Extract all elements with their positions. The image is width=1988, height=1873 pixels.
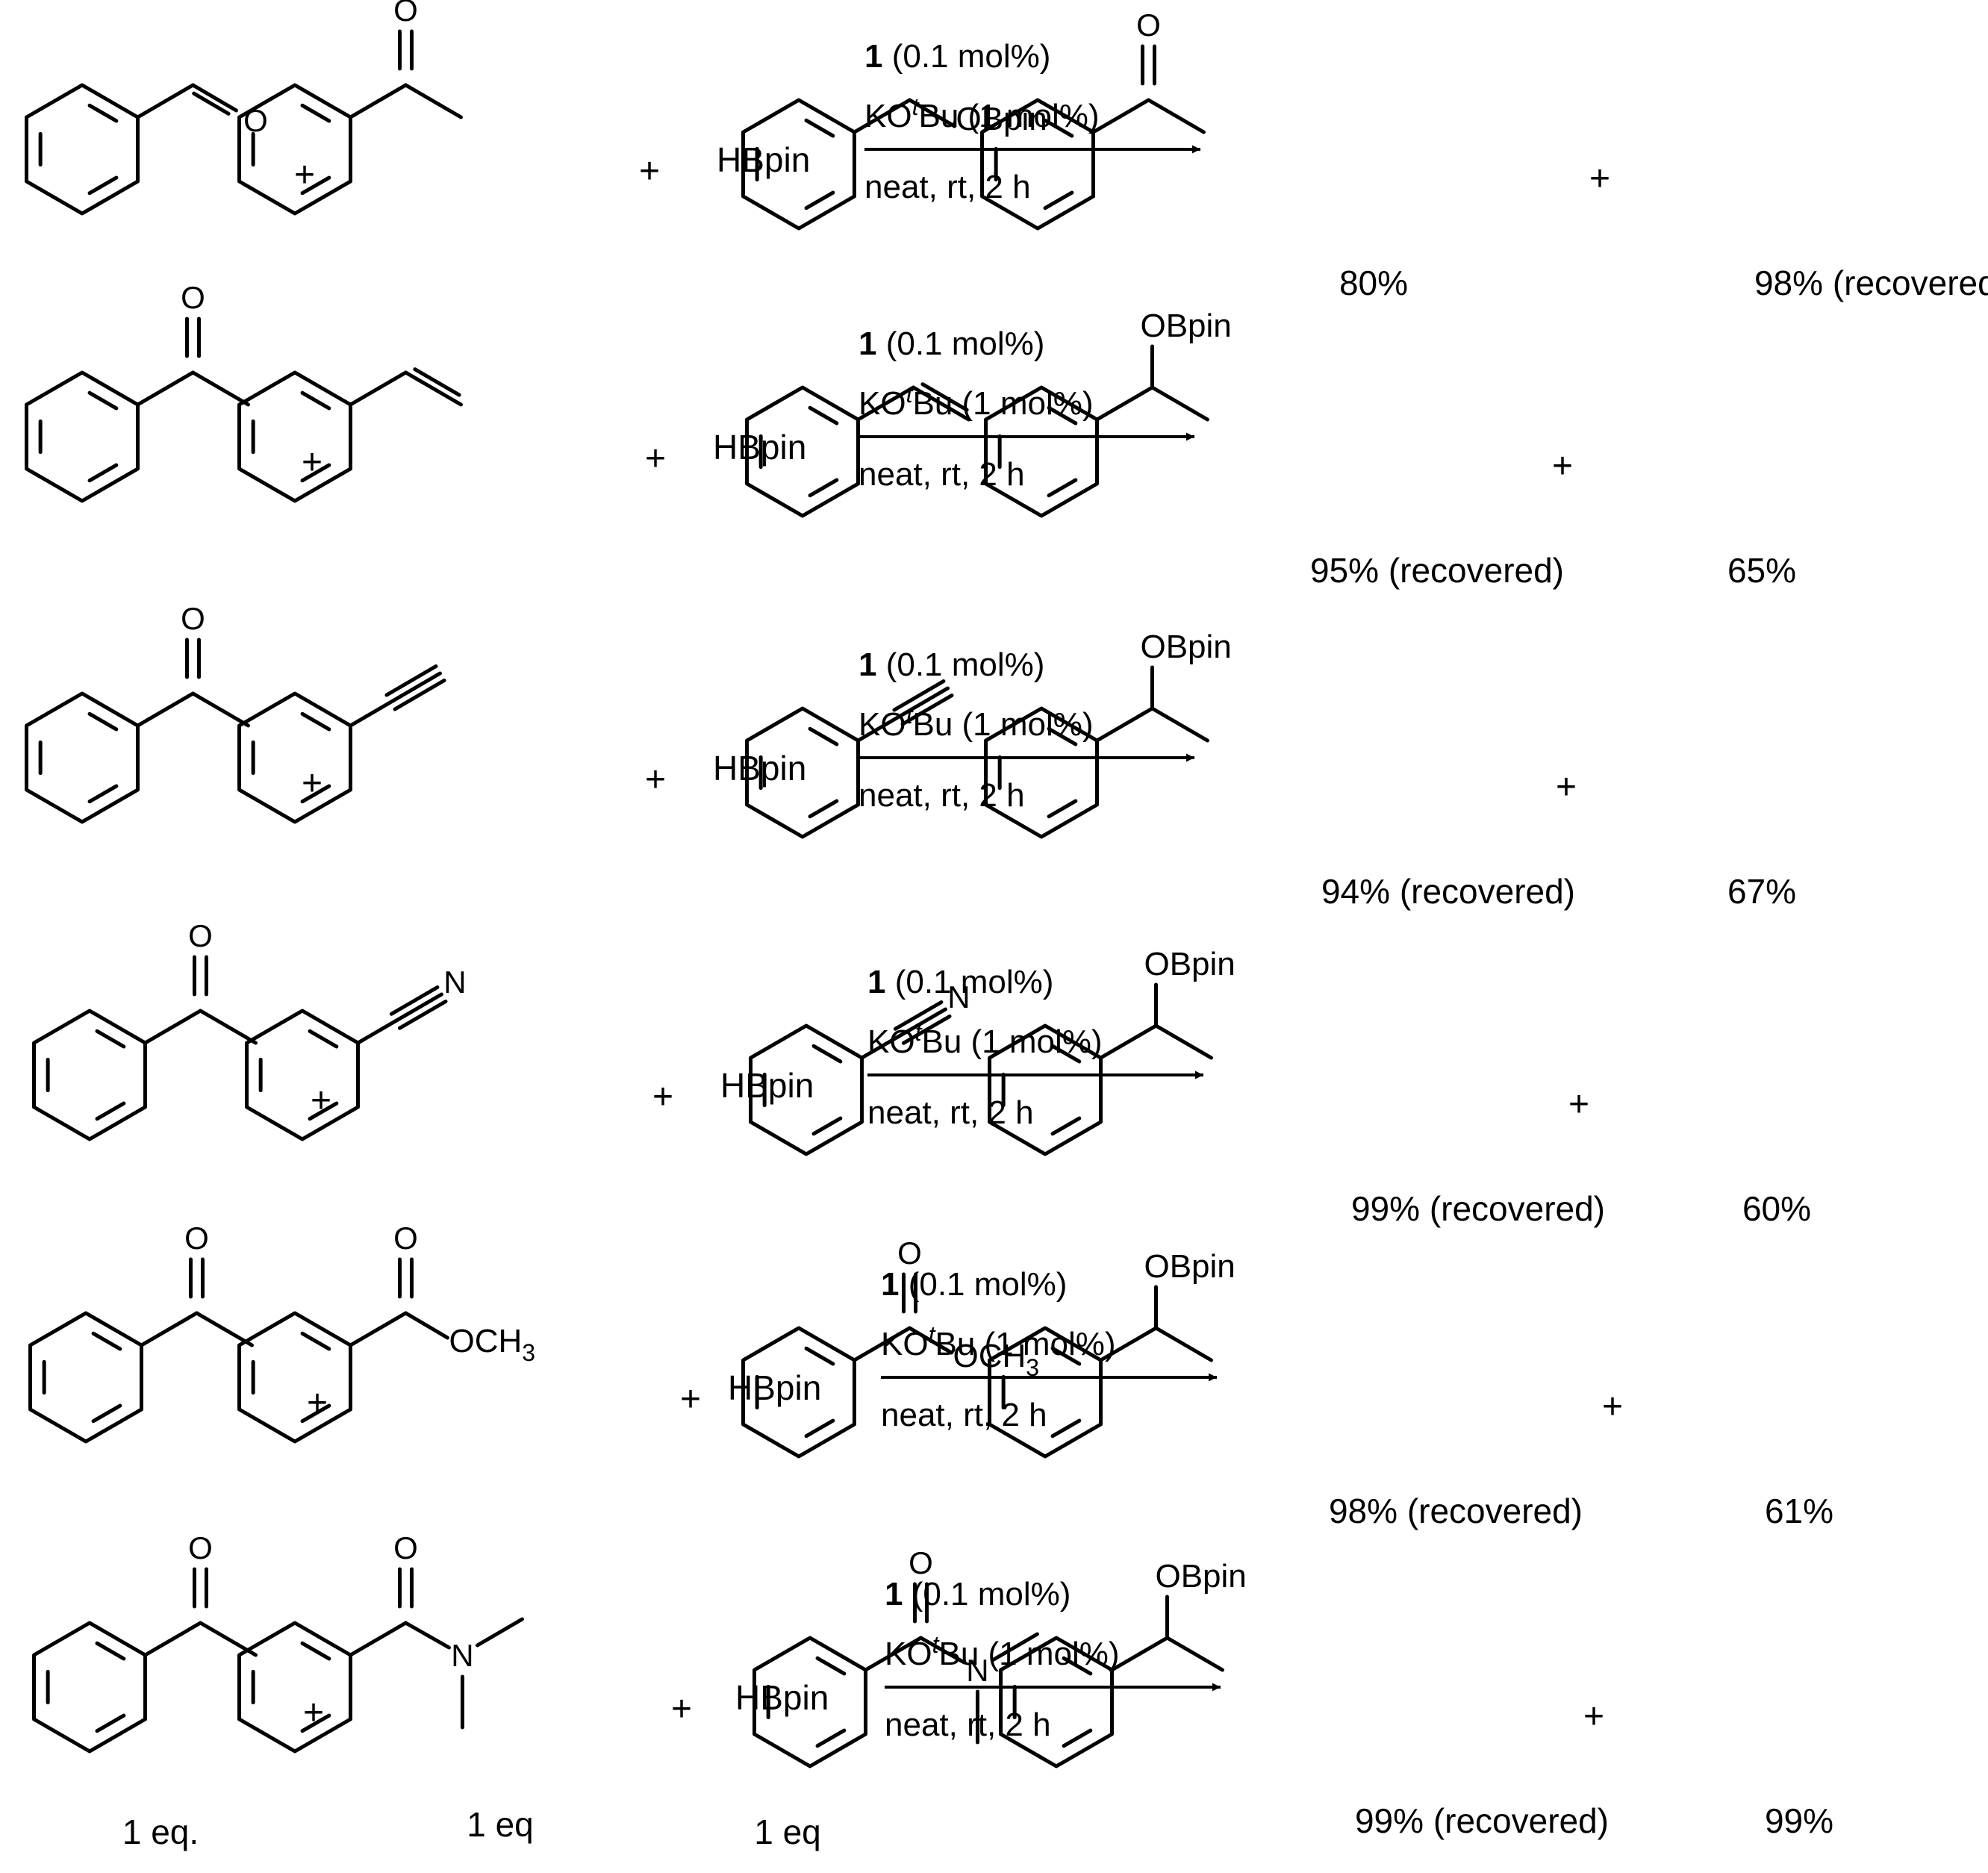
- plus-sign: +: [652, 1077, 673, 1117]
- product-2: OBpin: [988, 946, 1236, 1156]
- oxygen-label: O: [188, 918, 213, 953]
- catalyst-loading: 1 (0.1 mol%): [859, 325, 1044, 362]
- conditions-text: neat, rt, 2 h: [881, 1397, 1047, 1433]
- reactant-1: O: [32, 1530, 258, 1754]
- yield-right: 65%: [1727, 551, 1796, 590]
- hbpin-reagent: HBpin: [717, 140, 810, 179]
- obpin-label: OBpin: [1144, 1248, 1235, 1285]
- plus-sign: +: [671, 1689, 692, 1729]
- yield-left: 99% (recovered): [1351, 1189, 1605, 1228]
- equiv-hbpin: 1 eq: [754, 1813, 821, 1851]
- yield-left: 98% (recovered): [1329, 1492, 1583, 1530]
- oxygen-label: O: [393, 1530, 418, 1565]
- reactant-2: [237, 367, 463, 503]
- hbpin-reagent: HBpin: [720, 1066, 814, 1105]
- yield-right: 98% (recovered): [1754, 264, 1988, 302]
- yield-right: 61%: [1765, 1492, 1833, 1530]
- catalyst-loading: 1 (0.1 mol%): [864, 38, 1050, 75]
- product-2: OBpin: [988, 1248, 1236, 1459]
- yield-left: 99% (recovered): [1355, 1801, 1609, 1840]
- product-2: OBpin: [999, 1558, 1247, 1768]
- oxygen-label: O: [393, 0, 418, 28]
- product-1: N: [749, 979, 970, 1156]
- yield-left: 95% (recovered): [1310, 551, 1564, 590]
- base-loading: KOtBu (1 mol%): [881, 1321, 1116, 1362]
- product-1: [745, 679, 954, 839]
- yield-left: 80%: [1339, 264, 1408, 302]
- nitrogen-label: N: [966, 1653, 988, 1688]
- product-1: ON: [752, 1545, 1039, 1768]
- product-1: O OCH3: [741, 1235, 1039, 1459]
- oxygen-label: O: [909, 1545, 933, 1580]
- plus-sign: +: [680, 1380, 701, 1419]
- product-2: OBpin: [984, 629, 1232, 839]
- base-loading: KOtBu (1 mol%): [859, 702, 1094, 743]
- reactant-2: N: [245, 964, 467, 1141]
- yield-right: 99%: [1765, 1801, 1833, 1840]
- oxygen-label: O: [188, 1530, 213, 1565]
- nitrogen-label: N: [451, 1638, 473, 1673]
- product-2: O: [980, 7, 1206, 231]
- oxygen-label: O: [897, 1235, 922, 1271]
- yield-right: 60%: [1742, 1189, 1811, 1228]
- yield-left: 94% (recovered): [1321, 872, 1575, 911]
- methoxy-label: OCH3: [449, 1323, 535, 1366]
- catalyst-loading: 1 (0.1 mol%): [881, 1266, 1067, 1303]
- reactant-2: O: [237, 0, 463, 216]
- equivalents: 1 eq. 1 eq 1 eq: [122, 1805, 821, 1851]
- oxygen-label: O: [184, 1221, 209, 1256]
- yield-right: 67%: [1727, 872, 1796, 911]
- oxygen-label: O: [393, 1221, 418, 1256]
- equiv-substrate: 1 eq: [467, 1805, 534, 1844]
- conditions-text: neat, rt, 2 h: [885, 1707, 1051, 1743]
- catalyst-loading: 1 (0.1 mol%): [867, 964, 1053, 1000]
- oxygen-label: O: [1136, 7, 1161, 43]
- reactant-2: [237, 664, 446, 824]
- plus-sign: +: [1589, 159, 1610, 199]
- obpin-label: OBpin: [1140, 308, 1231, 344]
- reactant-1: O: [32, 918, 258, 1141]
- obpin-label: OBpin: [1155, 1558, 1246, 1595]
- plus-sign: +: [1556, 767, 1577, 807]
- base-loading: KOtBu (1 mol%): [859, 381, 1094, 422]
- reactant-1: O: [25, 280, 250, 503]
- equiv-acetophenone: 1 eq.: [122, 1813, 199, 1851]
- catalyst-loading: 1 (0.1 mol%): [859, 646, 1044, 683]
- hbpin-reagent: HBpin: [735, 1678, 829, 1717]
- plus-sign: +: [645, 439, 666, 479]
- nitrogen-label: N: [947, 979, 970, 1015]
- plus-sign: +: [645, 760, 666, 800]
- conditions-text: neat, rt, 2 h: [867, 1094, 1034, 1131]
- reactant-2: ON: [237, 1530, 524, 1754]
- conditions-text: neat, rt, 2 h: [864, 169, 1031, 205]
- plus-sign: +: [639, 152, 660, 191]
- oxygen-label: O: [181, 280, 205, 315]
- reactant-1: O: [28, 1221, 254, 1444]
- catalyst-loading: 1 (0.1 mol%): [885, 1576, 1071, 1612]
- obpin-label: OBpin: [1140, 629, 1231, 665]
- plus-sign: +: [1568, 1085, 1589, 1124]
- conditions-text: neat, rt, 2 h: [859, 456, 1025, 493]
- reactant-1: O: [25, 601, 250, 824]
- obpin-label: OBpin: [1144, 946, 1235, 982]
- methoxy-label: OCH3: [953, 1338, 1039, 1381]
- reactant-1: O: [25, 83, 268, 216]
- plus-sign: +: [1552, 446, 1573, 486]
- plus-sign: +: [1602, 1387, 1623, 1427]
- plus-sign: +: [1583, 1697, 1604, 1736]
- product-2: OBpin: [984, 308, 1232, 518]
- conditions-text: neat, rt, 2 h: [859, 777, 1025, 814]
- oxygen-label: O: [181, 601, 205, 636]
- product-1: [745, 382, 970, 518]
- reactant-2: O OCH3: [237, 1221, 535, 1444]
- nitrogen-label: N: [443, 964, 466, 1000]
